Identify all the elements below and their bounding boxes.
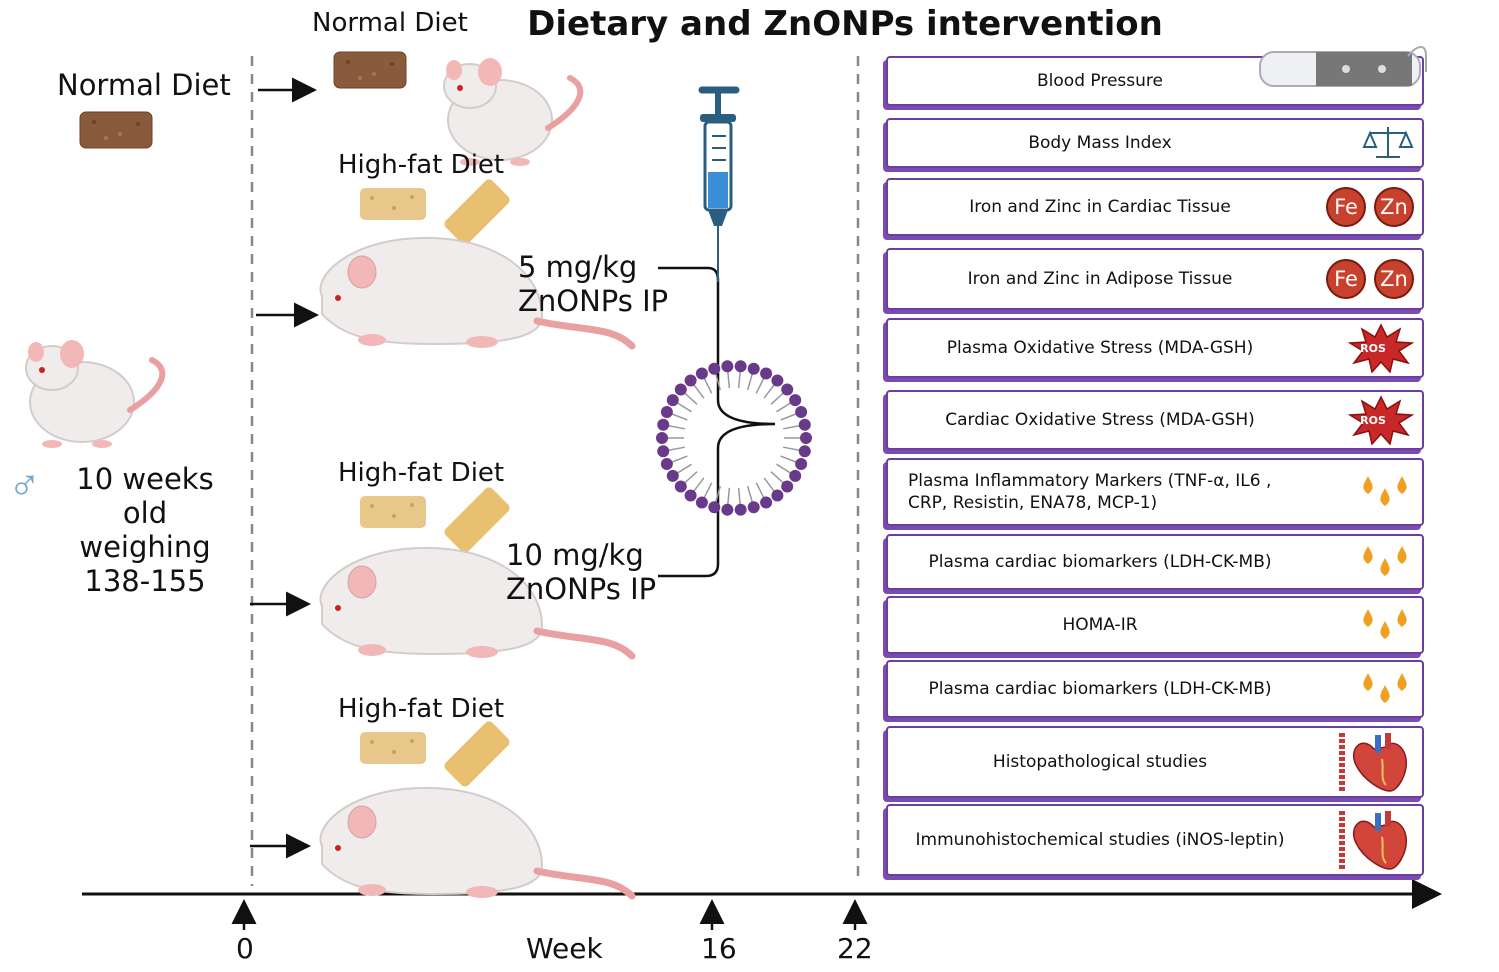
diagram-title: Dietary and ZnONPs intervention bbox=[527, 4, 1163, 44]
group-3-diet-label: High-fat Diet bbox=[338, 458, 505, 488]
male-symbol-icon: ♂ bbox=[8, 461, 41, 510]
outcome-label: Histopathological studies bbox=[992, 752, 1208, 772]
element-badge: Zn bbox=[1374, 259, 1414, 299]
outcome-panel: Histopathological studies bbox=[886, 726, 1424, 798]
outcome-label: Body Mass Index bbox=[1028, 133, 1172, 153]
group-2-diet-label: High-fat Diet bbox=[338, 150, 505, 180]
syringe-icon bbox=[698, 86, 740, 282]
outcome-panel: Plasma Oxidative Stress (MDA-GSH) ROS bbox=[886, 318, 1424, 378]
scale-icon bbox=[1304, 120, 1414, 166]
ros-icon: ROS bbox=[1304, 320, 1414, 376]
week-mark-0: 0 bbox=[236, 932, 254, 965]
outcome-label: Plasma Inflammatory Markers (TNF-α, IL6 … bbox=[908, 471, 1272, 513]
outcome-panel: Plasma cardiac biomarkers (LDH-CK-MB) bbox=[886, 534, 1424, 590]
outcome-label: HOMA-IR bbox=[1062, 615, 1138, 635]
ros-icon: ROS bbox=[1304, 392, 1414, 448]
outcome-panel: Plasma cardiac biomarkers (LDH-CK-MB) bbox=[886, 660, 1424, 718]
left-pellet-icon bbox=[79, 111, 153, 149]
outcome-panel: Blood Pressure bbox=[886, 46, 1427, 106]
ros-label: ROS bbox=[1360, 341, 1386, 355]
mouse-weight-range: 138-155 bbox=[84, 564, 206, 598]
group-1-diet-label: Normal Diet bbox=[312, 8, 468, 38]
outcome-panel: Cardiac Oxidative Stress (MDA-GSH) ROS bbox=[886, 390, 1424, 450]
outcome-panel: Plasma Inflammatory Markers (TNF-α, IL6 … bbox=[886, 458, 1424, 526]
blood-drops-icon bbox=[1304, 460, 1414, 524]
outcome-label: Cardiac Oxidative Stress (MDA-GSH) bbox=[945, 410, 1255, 430]
outcome-label: Immunohistochemical studies (iNOS-leptin… bbox=[915, 830, 1285, 850]
outcome-panel: Body Mass Index bbox=[886, 118, 1424, 168]
outcome-panel: Immunohistochemical studies (iNOS-leptin… bbox=[886, 804, 1424, 876]
outcome-label: Plasma Oxidative Stress (MDA-GSH) bbox=[946, 338, 1254, 358]
blood-drops-icon bbox=[1304, 598, 1414, 652]
ros-label: ROS bbox=[1360, 413, 1386, 427]
normal-diet-pellet-icon bbox=[333, 51, 407, 89]
injection-connector-line bbox=[658, 266, 776, 578]
dose-5-line2: ZnONPs IP bbox=[518, 284, 669, 318]
left-mouse-icon bbox=[26, 340, 162, 448]
element-badge: Fe bbox=[1326, 259, 1366, 299]
outcome-label: Blood Pressure bbox=[1037, 71, 1163, 91]
hfd-pellet-icon bbox=[360, 496, 426, 528]
mouse-weight-label: weighing bbox=[79, 530, 211, 564]
dose-10-line2: ZnONPs IP bbox=[506, 572, 657, 606]
heart-aorta-icon bbox=[1304, 728, 1414, 796]
outcome-label: Plasma cardiac biomarkers (LDH-CK-MB) bbox=[928, 679, 1272, 699]
dose-10-line1: 10 mg/kg bbox=[506, 538, 644, 572]
week-mark-22: 22 bbox=[837, 932, 873, 965]
heart-aorta-icon bbox=[1304, 806, 1414, 874]
dose-5-line1: 5 mg/kg bbox=[518, 250, 638, 284]
outcome-label: Iron and Zinc in Adipose Tissue bbox=[967, 269, 1233, 289]
mouse-age: 10 weeks old bbox=[76, 462, 214, 530]
blood-drops-icon bbox=[1304, 662, 1414, 716]
blood-pressure-cuff-icon bbox=[1258, 40, 1428, 104]
blood-drops-icon bbox=[1304, 536, 1414, 588]
hfd-pellet-tilted-icon bbox=[442, 719, 512, 789]
hfd-mouse-icon bbox=[320, 788, 632, 898]
hfd-pellet-icon bbox=[360, 188, 426, 220]
element-badge: Zn bbox=[1374, 187, 1414, 227]
hfd-pellet-tilted-icon bbox=[442, 485, 512, 555]
week-mark-16: 16 bbox=[701, 932, 737, 965]
mouse-info: 10 weeks old weighing 138-155 bbox=[50, 462, 240, 598]
left-normal-diet-label: Normal Diet bbox=[57, 68, 231, 102]
outcome-label: Plasma cardiac biomarkers (LDH-CK-MB) bbox=[928, 552, 1272, 572]
element-badge: Fe bbox=[1326, 187, 1366, 227]
outcome-label: Iron and Zinc in Cardiac Tissue bbox=[969, 197, 1231, 217]
nanoparticle-icon bbox=[656, 360, 812, 516]
outcome-panel: HOMA-IR bbox=[886, 596, 1424, 654]
week-axis-label: Week bbox=[526, 932, 603, 965]
hfd-pellet-icon bbox=[360, 732, 426, 764]
group-4-diet-label: High-fat Diet bbox=[338, 694, 505, 724]
hfd-pellet-tilted-icon bbox=[442, 177, 512, 247]
